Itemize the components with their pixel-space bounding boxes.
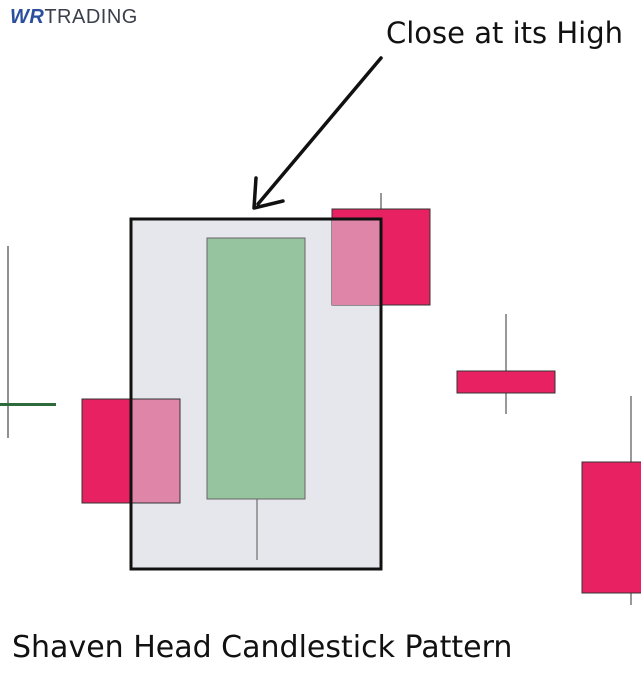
candle-4 [331, 193, 431, 306]
brand-logo: WRTRADING [10, 6, 138, 29]
candle-5 [456, 314, 556, 414]
brand-mark: WR [10, 6, 45, 28]
candle-3-shaven-head [206, 237, 306, 560]
candle-1-doji [0, 246, 56, 438]
candle-4-overlap [332, 219, 381, 305]
candle-3-body [206, 237, 306, 500]
callout-arrow [252, 56, 383, 210]
candle-2-overlap [130, 398, 181, 504]
callout-label: Close at its High [386, 16, 623, 50]
candle-6 [581, 396, 641, 605]
candle-1-body [0, 403, 56, 406]
brand-word: TRADING [44, 6, 138, 28]
highlight-box-outline [129, 217, 383, 571]
candle-5-body [456, 370, 556, 394]
diagram-caption: Shaven Head Candlestick Pattern [12, 630, 513, 665]
candle-6-body [581, 461, 641, 594]
